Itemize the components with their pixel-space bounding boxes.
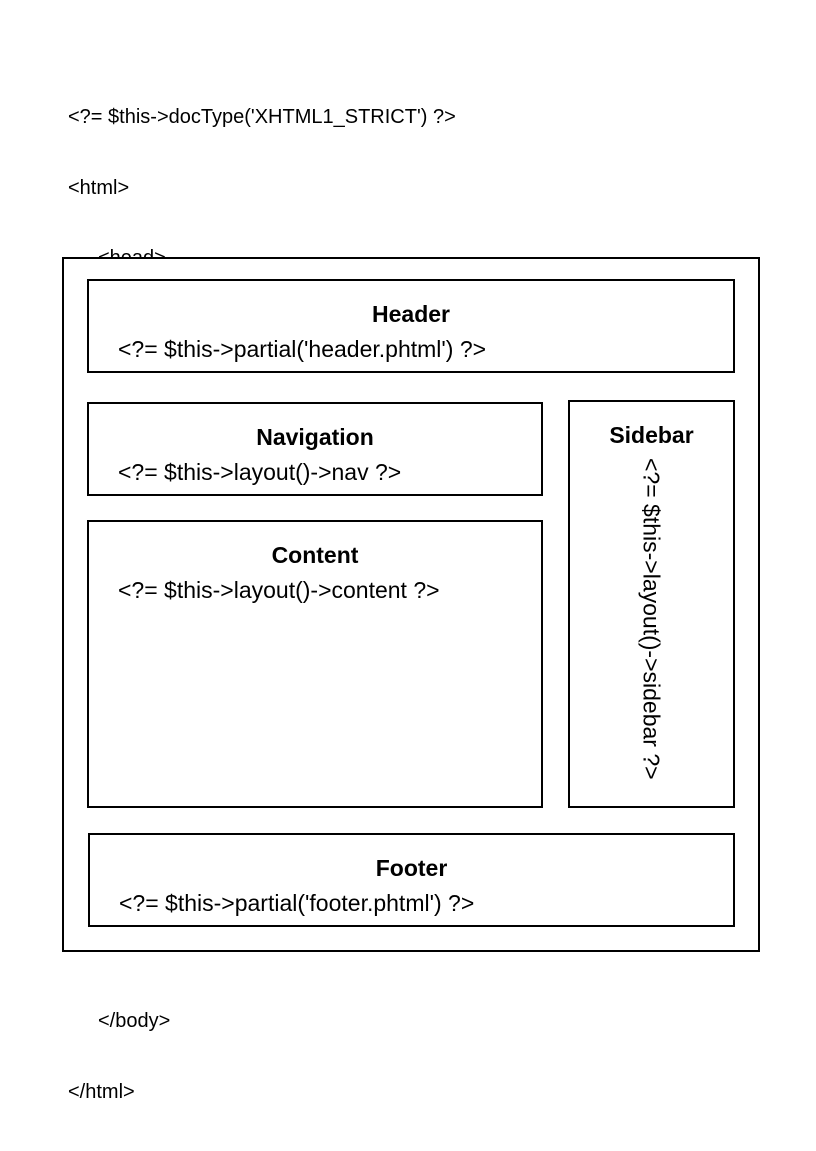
sidebar-box: Sidebar <?= $this->layout()->sidebar ?> <box>568 400 735 808</box>
footer-box: Footer <?= $this->partial('footer.phtml'… <box>88 833 735 927</box>
header-box-title: Header <box>372 301 450 327</box>
navigation-box: Navigation <?= $this->layout()->nav ?> <box>87 402 543 496</box>
sidebar-box-code-vertical: <?= $this->layout()->sidebar ?> <box>638 458 665 780</box>
header-box: Header <?= $this->partial('header.phtml'… <box>87 279 735 373</box>
header-box-code: <?= $this->partial('header.phtml') ?> <box>118 336 487 362</box>
code-listing-bottom: </body> </html> <box>68 963 170 1151</box>
content-box-title: Content <box>271 542 359 568</box>
code-line-body-close: </body> <box>98 1010 171 1032</box>
sidebar-box-title: Sidebar <box>609 422 694 448</box>
content-box-code: <?= $this->layout()->content ?> <box>118 577 440 603</box>
navigation-box-code: <?= $this->layout()->nav ?> <box>118 459 402 485</box>
footer-box-title: Footer <box>375 855 448 881</box>
content-box: Content <?= $this->layout()->content ?> <box>87 520 543 808</box>
code-line-html-open: <html> <box>68 176 130 199</box>
code-line-doctype: <?= $this->docType('XHTML1_STRICT') ?> <box>68 106 456 128</box>
footer-box-code: <?= $this->partial('footer.phtml') ?> <box>119 890 475 916</box>
layout-diagram-page: <?= $this->docType('XHTML1_STRICT') ?> <… <box>62 106 760 1103</box>
navigation-box-title: Navigation <box>256 424 374 450</box>
code-line-html-close: </html> <box>68 1080 135 1103</box>
body-outline-box: Header <?= $this->partial('header.phtml'… <box>62 257 760 952</box>
